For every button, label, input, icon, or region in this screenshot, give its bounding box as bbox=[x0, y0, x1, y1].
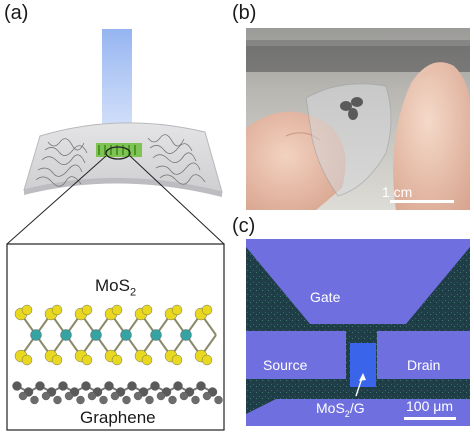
mo-atom bbox=[120, 329, 132, 341]
channel-label: MoS2/G bbox=[316, 400, 365, 419]
c-atom bbox=[127, 381, 137, 391]
source-electrode bbox=[246, 331, 346, 379]
s-atom bbox=[111, 354, 123, 366]
c-atom bbox=[53, 395, 62, 405]
gate-label: Gate bbox=[310, 289, 341, 305]
c-atom bbox=[150, 381, 160, 391]
c-atom bbox=[196, 381, 206, 391]
c-atom bbox=[168, 395, 177, 405]
graphene-lattice bbox=[12, 381, 223, 405]
zoom-ellipse bbox=[105, 146, 131, 160]
s-atom bbox=[201, 354, 213, 366]
drain-label: Drain bbox=[407, 357, 441, 373]
s-atom bbox=[171, 354, 183, 366]
channel-label-post: /G bbox=[349, 400, 365, 416]
c-atom bbox=[104, 381, 114, 391]
s-atom bbox=[141, 354, 153, 366]
panel-label-b: (b) bbox=[232, 2, 257, 24]
c-atom bbox=[99, 395, 108, 405]
c-atom bbox=[214, 395, 223, 405]
graphene-label: Graphene bbox=[80, 408, 156, 427]
c-atom bbox=[156, 391, 166, 401]
s-atom bbox=[21, 354, 33, 366]
c-atom bbox=[76, 395, 85, 405]
s-atom bbox=[51, 304, 63, 316]
mos2-label-sub: 2 bbox=[129, 286, 137, 299]
gate-electrode bbox=[246, 239, 470, 324]
c-atom bbox=[41, 391, 51, 401]
panel-c-micrograph bbox=[246, 239, 470, 426]
s-atom bbox=[81, 354, 93, 366]
c-atom bbox=[122, 395, 131, 405]
mos2-label: MoS2 bbox=[95, 276, 136, 298]
scale-bar-b-label: 1 cm bbox=[382, 184, 413, 200]
mo-atom bbox=[30, 329, 42, 341]
mos2-label-main: MoS bbox=[95, 276, 130, 295]
c-atom bbox=[87, 391, 97, 401]
c-atom bbox=[179, 391, 189, 401]
mo-atom bbox=[90, 329, 102, 341]
c-atom bbox=[64, 391, 74, 401]
s-atom bbox=[111, 304, 123, 316]
s-atom bbox=[21, 304, 33, 316]
c-atom bbox=[81, 381, 91, 391]
scale-bar-c-label: 100 μm bbox=[406, 398, 453, 414]
drain-electrode bbox=[377, 331, 470, 379]
c-atom bbox=[18, 391, 28, 401]
scale-bar-c bbox=[404, 417, 456, 420]
mo-atom bbox=[150, 329, 162, 341]
scale-bar-b bbox=[390, 200, 454, 203]
s-atom bbox=[141, 304, 153, 316]
lattice-illustration bbox=[12, 304, 223, 405]
source-label: Source bbox=[263, 357, 308, 373]
panel-b-photo bbox=[246, 28, 470, 210]
device-pattern bbox=[340, 97, 363, 120]
zoom-line-left bbox=[6, 155, 107, 245]
c-atom bbox=[110, 391, 120, 401]
c-atom bbox=[12, 381, 22, 391]
s-atom bbox=[201, 304, 213, 316]
s-atom bbox=[171, 304, 183, 316]
zoom-line-right bbox=[129, 155, 225, 245]
wavy-texture bbox=[35, 134, 206, 187]
c-atom bbox=[58, 381, 68, 391]
c-atom bbox=[173, 381, 183, 391]
panel-label-a: (a) bbox=[4, 2, 29, 24]
mos2-atoms bbox=[14, 304, 213, 366]
panel-label-c: (c) bbox=[232, 215, 256, 237]
c-atom bbox=[145, 395, 154, 405]
mo-atom bbox=[180, 329, 192, 341]
c-atom bbox=[30, 395, 39, 405]
c-atom bbox=[35, 381, 45, 391]
c-atom bbox=[191, 395, 200, 405]
s-atom bbox=[81, 304, 93, 316]
right-finger bbox=[393, 62, 470, 210]
mo-atom bbox=[60, 329, 72, 341]
s-atom bbox=[51, 354, 63, 366]
transparent-film bbox=[305, 83, 392, 197]
channel-label-main: MoS bbox=[316, 400, 345, 416]
c-atom bbox=[133, 391, 143, 401]
channel-label-sub: 2 bbox=[344, 408, 350, 419]
c-atom bbox=[202, 391, 212, 401]
